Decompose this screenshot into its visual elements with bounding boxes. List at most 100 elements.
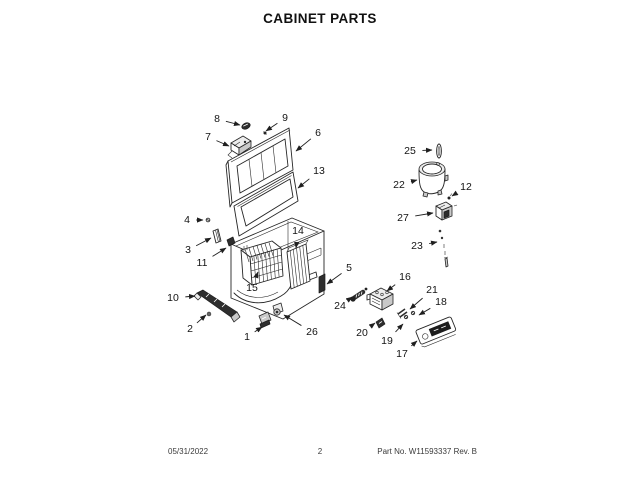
callout-5: 5 [326, 262, 352, 285]
callout-arrow-18 [418, 307, 431, 316]
lid-screw [263, 131, 267, 135]
lid-gasket [233, 171, 299, 237]
callout-number-22: 22 [393, 179, 405, 191]
callout-11: 11 [197, 247, 227, 269]
control-panel [415, 316, 457, 348]
compressor-screw [447, 193, 453, 200]
callout-number-4: 4 [184, 214, 190, 226]
callout-number-11: 11 [197, 257, 208, 269]
callout-number-26: 26 [306, 326, 318, 338]
callout-19: 19 [381, 323, 404, 347]
callout-arrow-13 [297, 178, 310, 189]
callout-8: 8 [214, 113, 241, 127]
callout-4: 4 [184, 214, 204, 226]
freezer-lid [225, 127, 294, 208]
callout-number-16: 16 [399, 271, 411, 283]
callout-arrow-27 [415, 211, 434, 217]
terminal-bolt [350, 287, 368, 302]
callout-number-8: 8 [214, 113, 220, 125]
callout-arrow-1 [254, 326, 263, 333]
callout-number-25: 25 [404, 145, 416, 157]
callout-number-27: 27 [397, 212, 409, 224]
callout-arrow-3 [195, 237, 212, 247]
callout-arrow-21 [409, 297, 423, 310]
callout-number-24: 24 [334, 300, 346, 312]
side-vent [318, 273, 326, 294]
callout-number-18: 18 [435, 296, 447, 308]
callout-number-20: 20 [356, 327, 368, 339]
callout-number-6: 6 [315, 127, 321, 139]
callout-number-2: 2 [187, 323, 193, 335]
callout-1: 1 [244, 326, 263, 343]
callout-number-13: 13 [313, 165, 325, 177]
footer-part-number: Part No. W11593337 Rev. B [377, 447, 477, 456]
callout-20: 20 [356, 322, 376, 339]
lid-hinge [227, 135, 252, 159]
callout-27: 27 [397, 211, 434, 224]
callout-2: 2 [187, 314, 207, 335]
callout-16: 16 [386, 271, 411, 292]
callout-14: 14 [292, 225, 304, 249]
callout-6: 6 [295, 127, 321, 152]
damper-pin [436, 143, 442, 159]
hinge-pin [212, 228, 222, 244]
footer-page-number: 2 [317, 447, 323, 456]
callout-25: 25 [404, 145, 433, 157]
callout-arrow-15 [253, 271, 259, 279]
compressor-bracket [435, 201, 458, 221]
hinge-bar [193, 289, 241, 323]
callout-arrow-12 [451, 190, 459, 197]
callout-arrow-16 [386, 284, 396, 292]
leveling-leg [258, 311, 272, 329]
drain-fitting [272, 302, 284, 316]
callout-24: 24 [334, 296, 353, 312]
callout-number-19: 19 [381, 335, 393, 347]
compressor [418, 161, 449, 198]
callout-12: 12 [451, 181, 472, 197]
callout-arrow-23 [429, 240, 438, 246]
callout-arrow-9 [265, 122, 278, 132]
callout-arrow-6 [295, 138, 312, 152]
callout-26: 26 [283, 314, 318, 338]
callout-arrow-5 [326, 273, 342, 285]
callout-15: 15 [246, 271, 259, 294]
callout-arrow-7 [216, 140, 230, 147]
callout-number-7: 7 [205, 131, 211, 143]
callout-number-10: 10 [167, 292, 179, 304]
callout-23: 23 [411, 240, 438, 252]
footer-date: 05/31/2022 [168, 447, 209, 456]
callout-arrow-19 [395, 323, 404, 333]
hinge-corner-tab [226, 236, 236, 247]
callout-number-14: 14 [292, 225, 304, 237]
callout-10: 10 [167, 292, 196, 304]
callout-number-23: 23 [411, 240, 423, 252]
callout-arrow-8 [225, 120, 241, 127]
callout-arrow-17 [410, 340, 418, 347]
callout-number-15: 15 [246, 282, 258, 294]
callout-18: 18 [418, 296, 447, 316]
callout-13: 13 [297, 165, 325, 189]
callout-17: 17 [396, 340, 418, 360]
callout-arrow-14 [294, 241, 300, 249]
callout-7: 7 [205, 131, 230, 147]
relay-box [366, 287, 394, 311]
callout-number-5: 5 [346, 262, 352, 274]
callout-9: 9 [265, 112, 288, 132]
callout-number-21: 21 [426, 284, 438, 296]
lid-stop-screw [205, 217, 211, 223]
callout-number-3: 3 [185, 244, 191, 256]
callout-22: 22 [393, 179, 418, 191]
callout-arrow-22 [410, 179, 418, 185]
callout-number-9: 9 [282, 112, 288, 124]
divider-panel [286, 239, 311, 290]
hinge-screw [206, 311, 212, 317]
callout-3: 3 [185, 237, 212, 256]
wire-basket [240, 240, 284, 286]
page-title: CABINET PARTS [263, 11, 377, 26]
callout-number-17: 17 [396, 348, 408, 360]
hinge-cap [241, 122, 251, 130]
callout-arrow-2 [196, 314, 207, 324]
